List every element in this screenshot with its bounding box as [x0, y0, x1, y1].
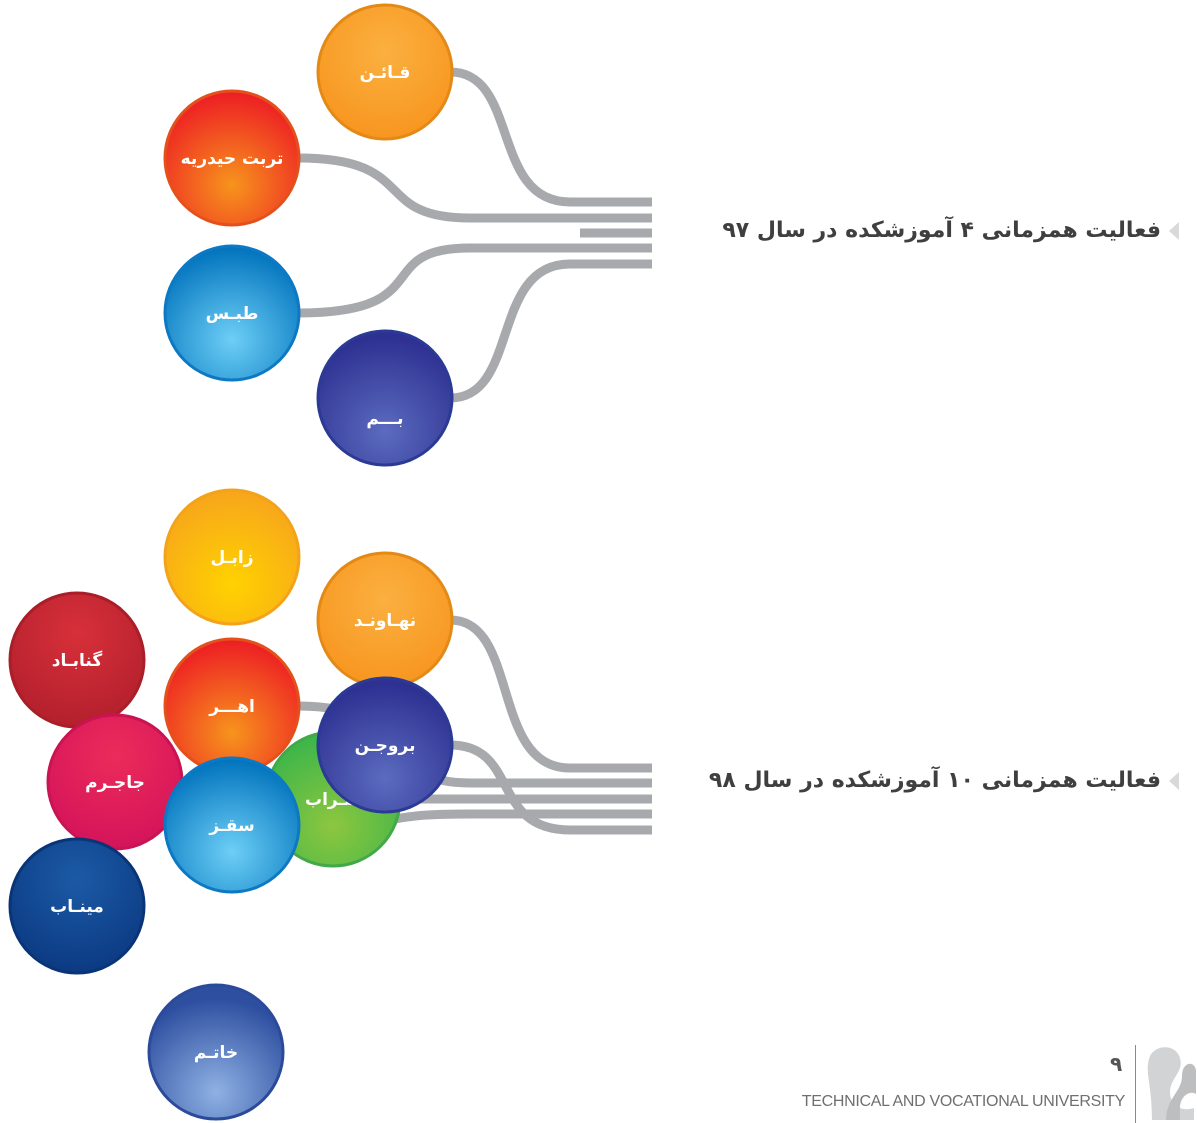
svg-text:خاتـم: خاتـم [194, 1043, 238, 1063]
college-circle-zabol: زابـل [163, 488, 301, 626]
svg-text:بـــم: بـــم [366, 409, 403, 429]
college-circle-tabas: طبـس [163, 244, 301, 382]
svg-text:طبـس: طبـس [206, 304, 259, 324]
page-number: ۹ [1110, 1052, 1123, 1076]
college-circle-gonabad: گنابـاد [8, 591, 146, 729]
svg-text:سقـز: سقـز [208, 816, 254, 836]
connector-bam [449, 259, 652, 403]
college-circle-bam: بـــم [316, 329, 454, 467]
svg-text:مینـاب: مینـاب [50, 897, 104, 917]
connector-qaen [449, 67, 652, 207]
arrow-icon [1169, 221, 1179, 240]
connector-tabas [297, 243, 652, 318]
heading-98: فعالیت همزمانی ۱۰ آموزشکده در سال ۹۸ [709, 768, 1179, 793]
svg-text:زابـل: زابـل [211, 548, 254, 568]
svg-text:تربت حیدریه: تربت حیدریه [181, 149, 284, 169]
university-name: TECHNICAL AND VOCATIONAL UNIVERSITY [801, 1093, 1126, 1110]
svg-text:نهـاونـد: نهـاونـد [354, 611, 416, 631]
svg-text:گنابـاد: گنابـاد [52, 650, 103, 671]
svg-text:اهـــر: اهـــر [208, 697, 255, 717]
college-circle-minab: مینـاب [8, 837, 146, 975]
college-circle-khatam: خاتـم [147, 983, 285, 1121]
svg-text:جاجـرم: جاجـرم [85, 773, 145, 793]
college-circle-jajarm: جاجـرم [46, 713, 184, 851]
college-circle-torbat-heydarieh: تربت حیدریه [163, 89, 301, 227]
college-circle-saghez: سقـز [163, 756, 301, 894]
connector-nahavand [449, 615, 652, 773]
college-circle-ahar: اهـــر [163, 637, 301, 775]
connectors-97 [297, 67, 652, 403]
college-circle-nahavand: نهـاونـد [316, 551, 454, 689]
svg-text:بروجـن: بروجـن [355, 736, 416, 756]
college-circle-borujen: بروجـن [316, 676, 454, 814]
tvu-logo-icon [1147, 1047, 1196, 1120]
arrow-icon [1169, 771, 1179, 790]
heading-97-text: فعالیت همزمانی ۴ آموزشکده در سال ۹۷ [722, 218, 1161, 243]
heading-98-text: فعالیت همزمانی ۱۰ آموزشکده در سال ۹۸ [708, 768, 1161, 793]
connector-torbat [297, 153, 652, 223]
svg-text:قـائـن: قـائـن [360, 63, 411, 83]
footer-divider [1135, 1045, 1136, 1123]
heading-97: فعالیت همزمانی ۴ آموزشکده در سال ۹۷ [722, 218, 1179, 243]
college-circle-qaen: قـائـن [316, 3, 454, 141]
connector-borujen [449, 740, 652, 835]
